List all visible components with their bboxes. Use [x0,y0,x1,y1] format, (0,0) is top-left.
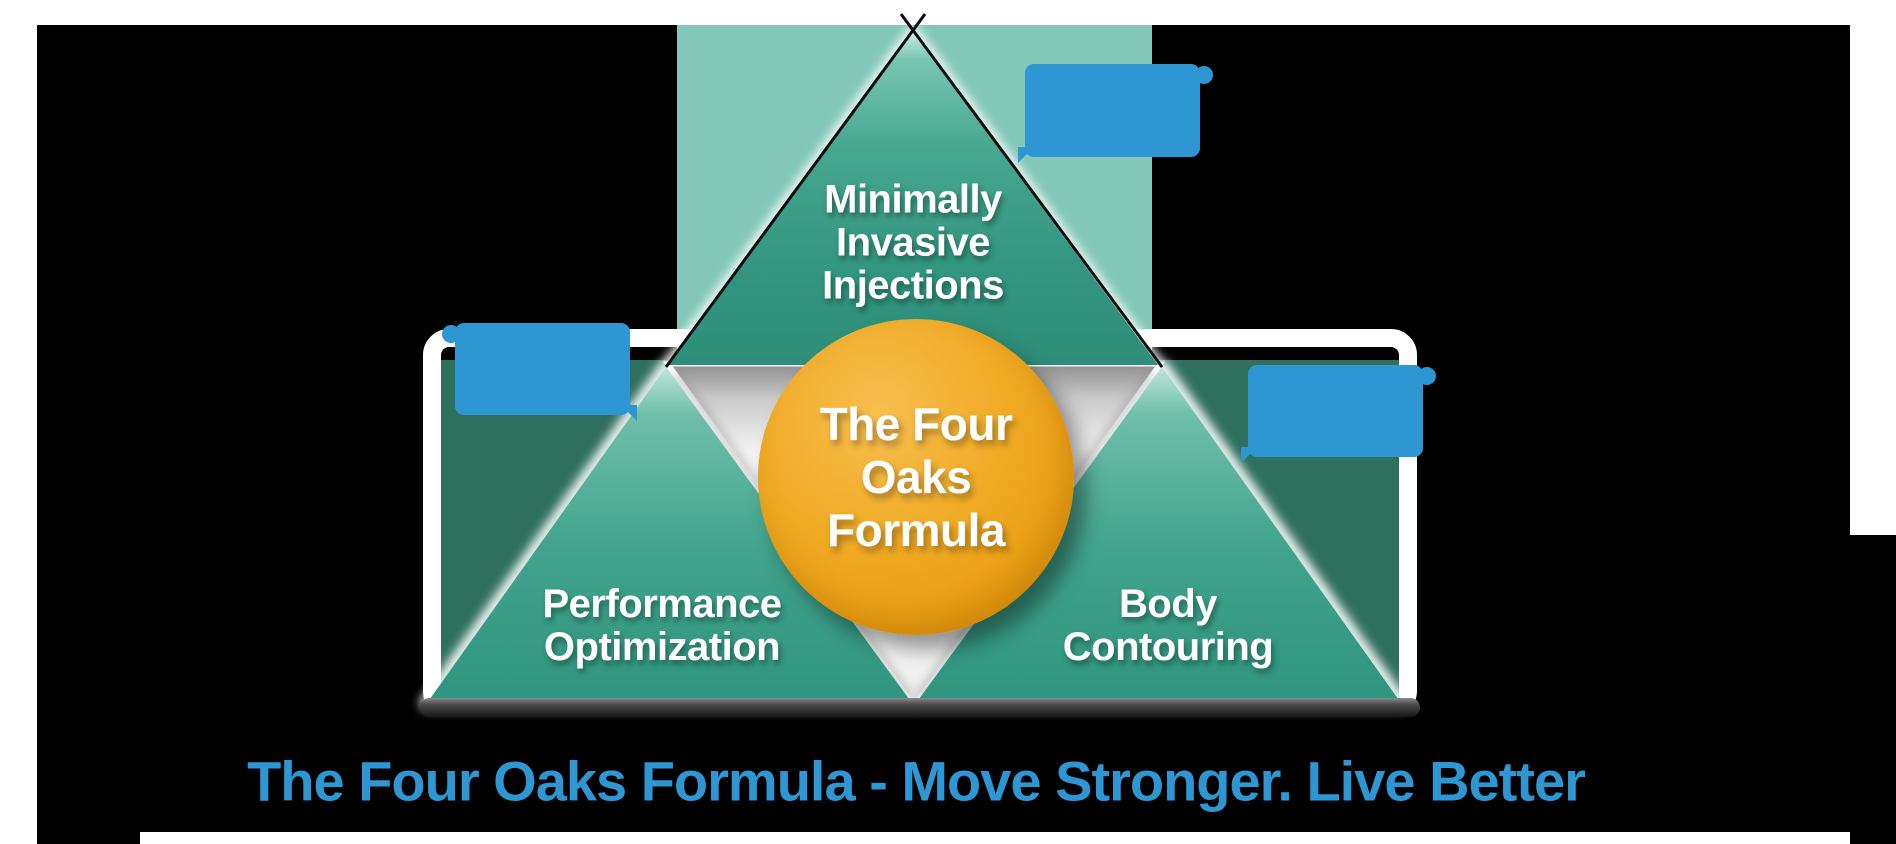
callout-dot-icon [442,325,460,343]
apex-section-label: Minimally Invasive Injections [822,177,1004,308]
label-line: Body [1119,582,1217,626]
callout-dot-icon [1418,367,1436,385]
apex-outline-lines [664,13,1164,368]
callout-bubble-right [1241,365,1436,463]
right-section-label: Body Contouring [1063,583,1274,669]
tagline: The Four Oaks Formula - Move Stronger. L… [247,749,1586,813]
top-triangle-section [668,32,1158,365]
base-bar [420,698,1420,717]
callout-bubble-left [442,323,637,421]
label-line: Minimally [824,177,1002,222]
center-badge: The Four Oaks Formula [758,319,1074,635]
left-section-label: Performance Optimization [542,582,782,669]
label-line: Performance [542,582,782,626]
badge-line: Formula [827,503,1005,556]
page-edge-bottom [140,832,1850,844]
callout-bubble-top [1018,64,1213,163]
label-line: Contouring [1062,625,1274,669]
bottom-left-triangle-section [427,367,912,703]
bottom-right-triangle-section [916,367,1401,703]
label-line: Optimization [543,625,781,669]
page-edge-top [0,0,1850,25]
label-line: Injections [822,263,1004,308]
callout-dot-icon [1195,66,1213,84]
badge-line: The Four [819,397,1013,450]
badge-line: Oaks [860,450,972,503]
page-edge-right [1850,0,1896,535]
label-line: Invasive [836,220,990,265]
center-badge-label: The Four Oaks Formula [820,398,1013,557]
page-edge-left [0,0,37,844]
